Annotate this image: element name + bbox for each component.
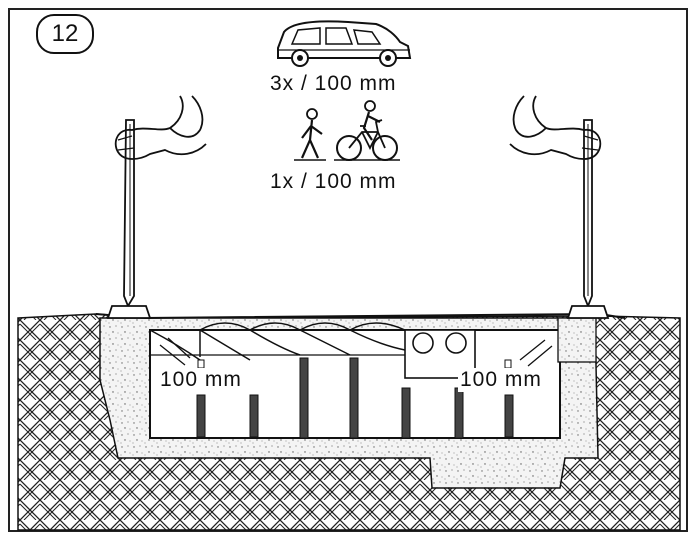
car-icon bbox=[277, 20, 412, 67]
vehicle-compaction-label: 3x / 100 mm bbox=[270, 72, 397, 95]
hand-tamper-left bbox=[106, 95, 207, 319]
depth-label-left: 100 mm bbox=[158, 368, 244, 392]
bicycle-icon bbox=[334, 100, 400, 161]
depth-label-right: 100 mm bbox=[458, 368, 544, 392]
hand-tamper-right bbox=[509, 95, 610, 319]
pedestrian-compaction-label: 1x / 100 mm bbox=[270, 170, 397, 193]
pedestrian-icon bbox=[294, 108, 326, 161]
step-number-badge: 12 bbox=[36, 14, 94, 54]
